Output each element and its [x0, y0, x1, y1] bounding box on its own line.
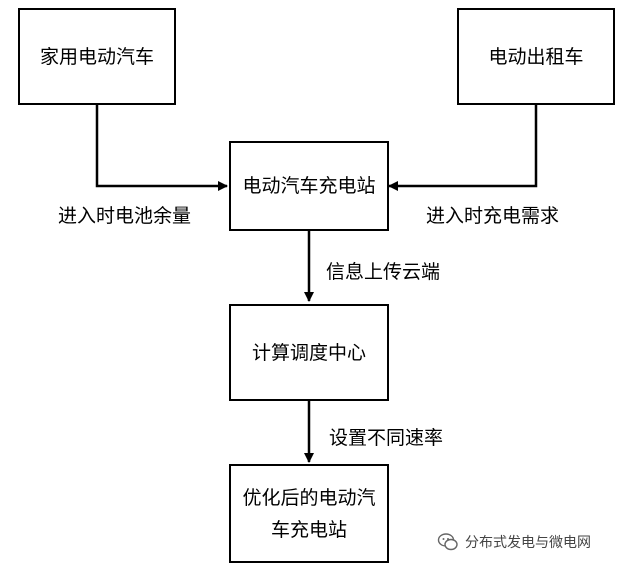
taxi-node: 电动出租车	[457, 8, 615, 105]
watermark-text: 分布式发电与微电网	[465, 535, 591, 551]
edge-label-upload-cloud: 信息上传云端	[326, 261, 441, 283]
home-ev-node: 家用电动汽车	[18, 8, 176, 105]
wechat-icon	[437, 533, 458, 551]
edge-home-to-station	[95, 104, 228, 191]
charging-station-node: 电动汽车充电站	[229, 141, 389, 231]
optimized-station-node: 优化后的电动汽 车充电站	[229, 464, 389, 563]
optimized-station-label-line1: 优化后的电动汽	[242, 486, 376, 509]
edge-label-charging-demand: 进入时充电需求	[426, 205, 560, 227]
charging-station-label: 电动汽车充电站	[242, 175, 376, 197]
taxi-label: 电动出租车	[488, 45, 584, 68]
optimized-station-label-line2: 车充电站	[270, 518, 347, 541]
home-ev-label: 家用电动汽车	[39, 45, 154, 68]
edge-label-set-rates: 设置不同速率	[329, 427, 444, 449]
watermark: 分布式发电与微电网	[437, 531, 591, 553]
edge-taxi-to-station	[388, 104, 538, 191]
edge-label-battery-remaining: 进入时电池余量	[58, 205, 192, 227]
dispatch-center-label: 计算调度中心	[251, 341, 366, 364]
dispatch-center-node: 计算调度中心	[229, 304, 389, 401]
